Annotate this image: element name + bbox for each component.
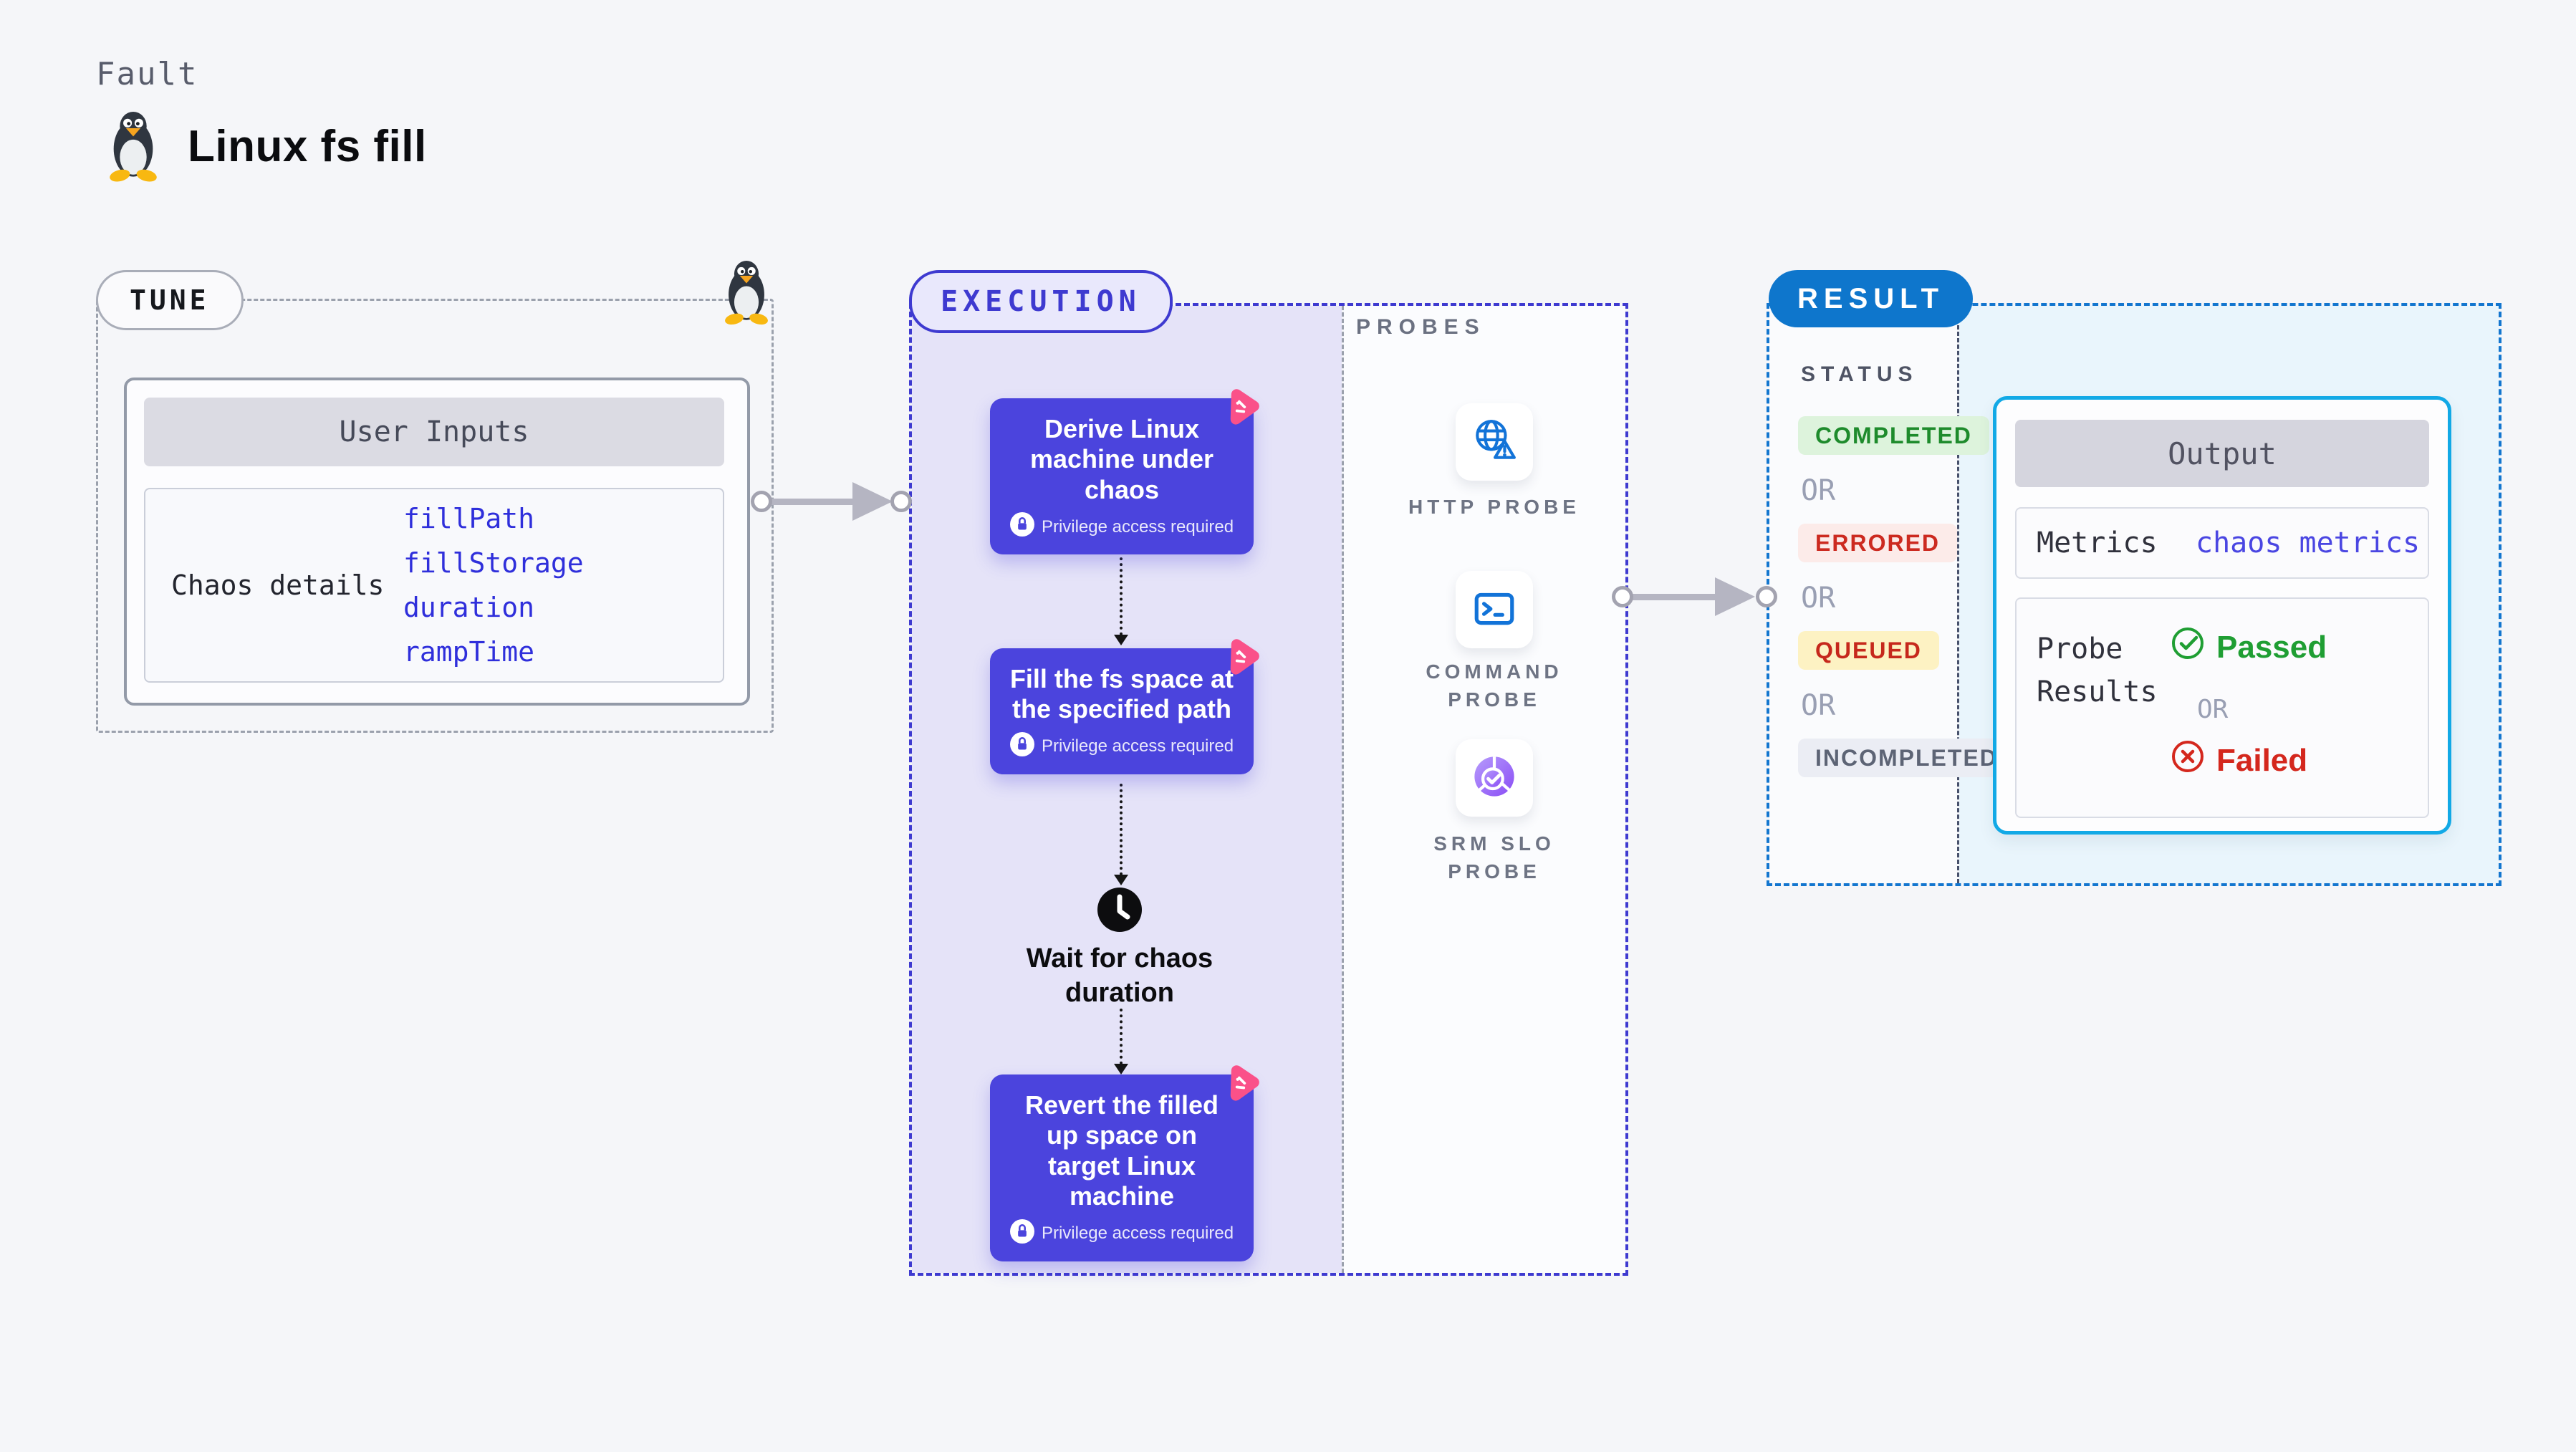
chaos-details-label: Chaos details xyxy=(171,569,385,601)
step-title: Fill the fs space at the specified path xyxy=(1009,664,1234,724)
metrics-label: Metrics xyxy=(2037,527,2158,559)
execution-badge: EXECUTION xyxy=(909,270,1173,333)
output-card: Output Metrics chaos metrics Probe Resul… xyxy=(1993,396,2451,835)
param-link-fillstorage[interactable]: fillStorage xyxy=(403,547,584,579)
probe-card-command[interactable] xyxy=(1456,571,1533,648)
user-inputs-body: Chaos details fillPath fillStorage durat… xyxy=(144,488,724,683)
probes-label: PROBES xyxy=(1356,315,1486,339)
privilege-note: Privilege access required xyxy=(1009,731,1235,761)
output-header: Output xyxy=(2015,420,2429,487)
status-badge-incompleted: INCOMPLETED xyxy=(1798,739,2015,777)
passed-row: Passed xyxy=(2171,626,2327,668)
status-badge-queued: QUEUED xyxy=(1798,631,1939,670)
lock-icon xyxy=(1009,731,1034,761)
chaos-corner-icon xyxy=(1218,633,1264,678)
status-badge-errored: ERRORED xyxy=(1798,524,1958,562)
or-label: OR xyxy=(2197,695,2229,724)
clock-icon xyxy=(1096,886,1143,937)
probe-label-http: HTTP PROBE xyxy=(1408,496,1580,518)
probe-card-srm-slo[interactable] xyxy=(1456,739,1533,817)
flow-arrow-head xyxy=(852,482,893,521)
lock-icon xyxy=(1009,1218,1034,1249)
flow-arrow-head xyxy=(1715,577,1755,616)
result-divider xyxy=(1957,306,1959,883)
step-title: Derive Linux machine under chaos xyxy=(1029,414,1214,504)
lock-icon xyxy=(1009,512,1034,542)
param-link-duration[interactable]: duration xyxy=(403,592,535,623)
failed-row: Failed xyxy=(2171,739,2307,782)
x-circle-icon xyxy=(2171,739,2205,782)
execution-step-fill: Fill the fs space at the specified path … xyxy=(990,639,1259,774)
flow-arrow-line xyxy=(771,499,854,505)
probe-label-command: COMMAND PROBE xyxy=(1426,660,1563,711)
wait-label: Wait for chaos duration xyxy=(1026,943,1213,1008)
privilege-note: Privilege access required xyxy=(1009,1218,1235,1249)
status-column xyxy=(1769,306,1957,883)
privilege-note-text: Privilege access required xyxy=(1041,516,1234,537)
dotted-flow-arrow xyxy=(1114,784,1128,885)
probe-card-http[interactable] xyxy=(1456,403,1533,481)
or-label: OR xyxy=(1801,582,1836,615)
connector-dot xyxy=(751,491,772,512)
passed-label: Passed xyxy=(2216,629,2327,665)
connector-dot xyxy=(1756,586,1777,607)
result-badge: RESULT xyxy=(1769,270,1974,327)
dotted-flow-arrow xyxy=(1114,1009,1128,1074)
execution-step-derive: Derive Linux machine under chaos Privile… xyxy=(990,389,1259,555)
probe-results-label: Probe Results xyxy=(2037,633,2158,708)
execution-step-revert: Revert the filled up space on target Lin… xyxy=(990,1065,1259,1261)
page-title: Linux fs fill xyxy=(188,122,427,171)
terminal-icon xyxy=(1471,585,1518,635)
tune-badge: TUNE xyxy=(96,270,244,330)
chaos-corner-icon xyxy=(1218,383,1264,428)
execution-probes-divider xyxy=(1342,306,1344,1273)
tux-penguin-icon xyxy=(100,107,166,186)
metrics-link[interactable]: chaos metrics xyxy=(2196,527,2421,559)
connector-dot xyxy=(1612,586,1633,607)
slo-donut-check-icon xyxy=(1470,752,1519,804)
tux-penguin-icon-small xyxy=(716,256,777,329)
status-badge-completed: COMPLETED xyxy=(1798,416,1989,455)
dotted-flow-arrow xyxy=(1114,546,1128,645)
connector-dot xyxy=(890,491,912,512)
probe-label-srm-slo: SRM SLO PROBE xyxy=(1433,832,1555,883)
param-link-fillpath[interactable]: fillPath xyxy=(403,503,535,534)
title-row: Linux fs fill xyxy=(100,107,427,186)
privilege-note-text: Privilege access required xyxy=(1041,736,1234,756)
param-list: fillPath fillStorage duration rampTime xyxy=(403,496,584,674)
globe-alert-icon xyxy=(1471,417,1518,468)
tune-section-box xyxy=(96,299,774,733)
probe-results-row: Probe Results Passed OR xyxy=(2015,597,2429,818)
user-inputs-header: User Inputs xyxy=(144,398,724,466)
param-link-ramptime[interactable]: rampTime xyxy=(403,636,535,668)
flow-arrow-line xyxy=(1632,594,1716,600)
metrics-row: Metrics chaos metrics xyxy=(2015,507,2429,579)
user-inputs-card: User Inputs Chaos details fillPath fillS… xyxy=(124,378,750,706)
chaos-corner-icon xyxy=(1218,1059,1264,1105)
fault-kicker: Fault xyxy=(96,56,198,92)
status-heading: STATUS xyxy=(1801,362,1918,386)
failed-label: Failed xyxy=(2216,742,2308,778)
or-label: OR xyxy=(1801,474,1836,507)
privilege-note-text: Privilege access required xyxy=(1041,1223,1234,1244)
check-circle-icon xyxy=(2171,626,2205,668)
or-label: OR xyxy=(1801,689,1836,722)
step-title: Revert the filled up space on target Lin… xyxy=(1024,1090,1219,1211)
privilege-note: Privilege access required xyxy=(1009,512,1235,542)
